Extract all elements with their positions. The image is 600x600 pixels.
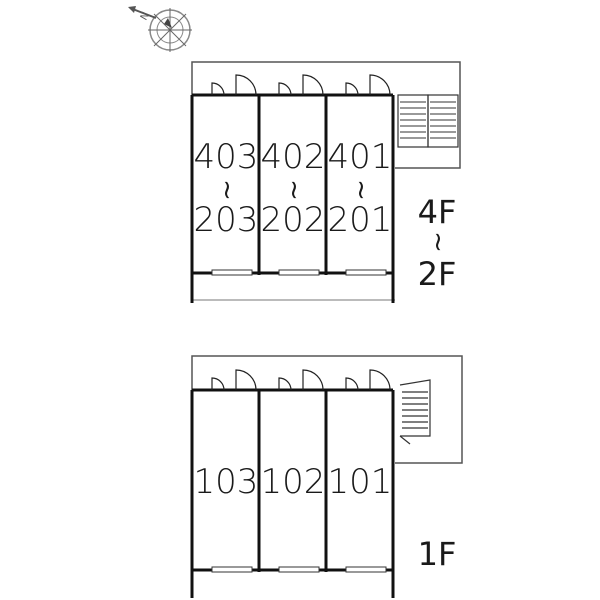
unit-range-separator: ~: [212, 179, 242, 201]
upper-unit-1: 403 ~ 203: [194, 137, 259, 240]
upper-unit-2: 402 ~ 202: [261, 137, 326, 240]
ground-unit-3-label: 101: [328, 462, 393, 502]
unit-number-bottom: 202: [261, 200, 326, 240]
ground-windows: [211, 566, 387, 573]
unit-number-top: 401: [328, 137, 393, 177]
compass-icon: N: [128, 6, 192, 52]
floor-label-separator: ~: [423, 231, 453, 253]
ground-corridor-outline: [191, 355, 463, 464]
ground-unit-2-label: 102: [261, 462, 326, 502]
ground-stairs: [399, 379, 431, 445]
compass-north-label: N: [139, 11, 152, 23]
unit-range-separator: ~: [279, 179, 309, 201]
ground-unit-1-label: 103: [194, 462, 259, 502]
upper-floor-label: 4F ~ 2F: [418, 193, 457, 293]
upper-floor-block: 403 ~ 203 402 ~ 202 401 ~ 201 4F ~ 2F: [190, 61, 461, 303]
unit-range-separator: ~: [346, 179, 376, 201]
unit-number-bottom: 203: [194, 200, 259, 240]
floor-label-bottom: 2F: [418, 255, 457, 293]
unit-number-top: 403: [194, 137, 259, 177]
ground-doors: [211, 369, 391, 391]
ground-floor-block: 103 102 101 1F: [190, 355, 463, 598]
upper-doors: [211, 74, 391, 96]
upper-stairs: [397, 94, 459, 148]
unit-number-top: 402: [261, 137, 326, 177]
upper-windows: [211, 269, 387, 276]
unit-number-bottom: 201: [328, 200, 393, 240]
upper-unit-3: 401 ~ 201: [328, 137, 393, 240]
upper-corridor-outline: [191, 61, 461, 169]
ground-floor-label: 1F: [418, 535, 457, 573]
floor-label-top: 4F: [418, 193, 457, 231]
